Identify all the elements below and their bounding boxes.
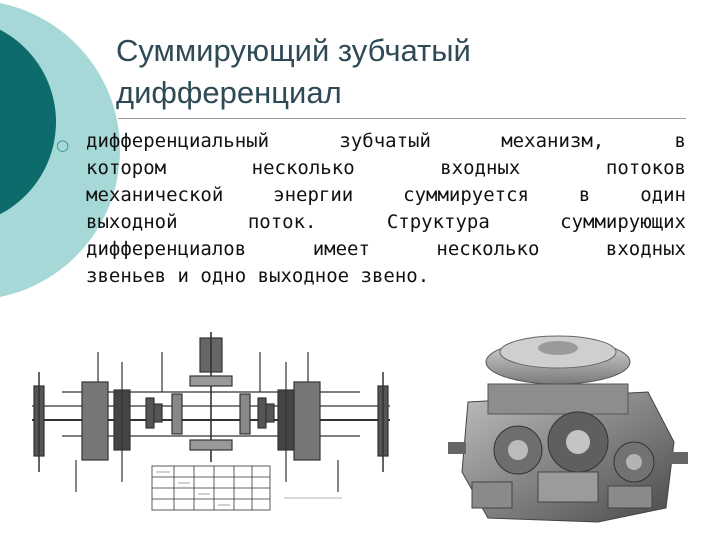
body-line-3: механической энергии суммируется в один <box>86 184 686 206</box>
body-line-6: звеньев и одно выходное звено. <box>86 265 430 287</box>
body-line-4: выходной поток. Структура суммирующих <box>86 211 686 233</box>
gearbox-kinematic-diagram <box>22 332 400 514</box>
decorative-teal-circles <box>0 0 120 300</box>
slide-title: Суммирующий зубчатый дифференциал <box>116 30 676 114</box>
title-line-1: Суммирующий зубчатый <box>116 33 471 68</box>
hollow-circle-bullet-icon: ○ <box>56 136 70 154</box>
body-line-5: дифференциалов имеет несколько входных <box>86 238 686 260</box>
definition-paragraph: дифференциальный зубчатый механизм, в ко… <box>86 128 686 290</box>
title-line-2: дифференциал <box>116 75 342 110</box>
body-line-1: дифференциальный зубчатый механизм, в <box>86 130 686 152</box>
title-divider <box>118 118 686 119</box>
body-line-2: котором несколько входных потоков <box>86 157 686 179</box>
differential-gearbox-photo <box>448 322 688 528</box>
